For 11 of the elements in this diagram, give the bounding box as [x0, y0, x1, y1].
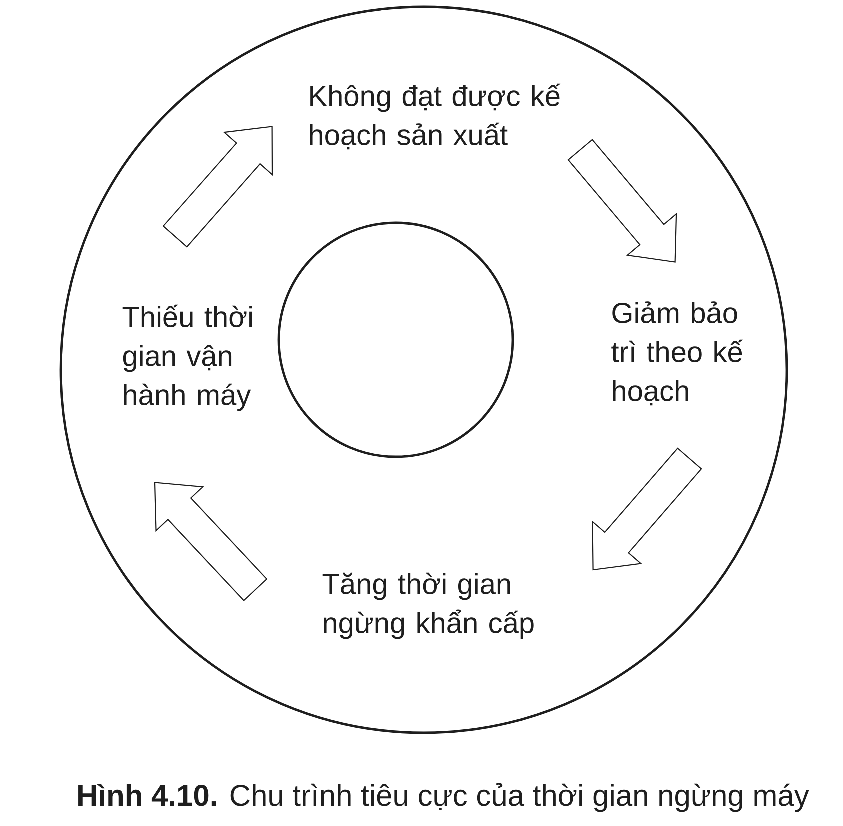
block-arrow — [162, 126, 274, 248]
step-label: Giảm bảo trì theo kế hoạch — [612, 302, 743, 406]
block-arrow — [592, 448, 702, 571]
figure-caption: Hình 4.10. Chu trình tiêu cực của thời gian ngừng máy — [78, 783, 810, 812]
outer-circle — [60, 6, 788, 734]
step-label: Tăng thời gian ngừng khẩn cấp — [322, 572, 534, 640]
block-arrow — [568, 139, 678, 263]
inner-circle — [278, 222, 514, 458]
step-label: Không đạt được kế hoạch sản xuất — [310, 84, 561, 150]
block-arrow — [154, 482, 268, 602]
step-label: Thiếu thời gian vận hành máy — [122, 304, 252, 412]
